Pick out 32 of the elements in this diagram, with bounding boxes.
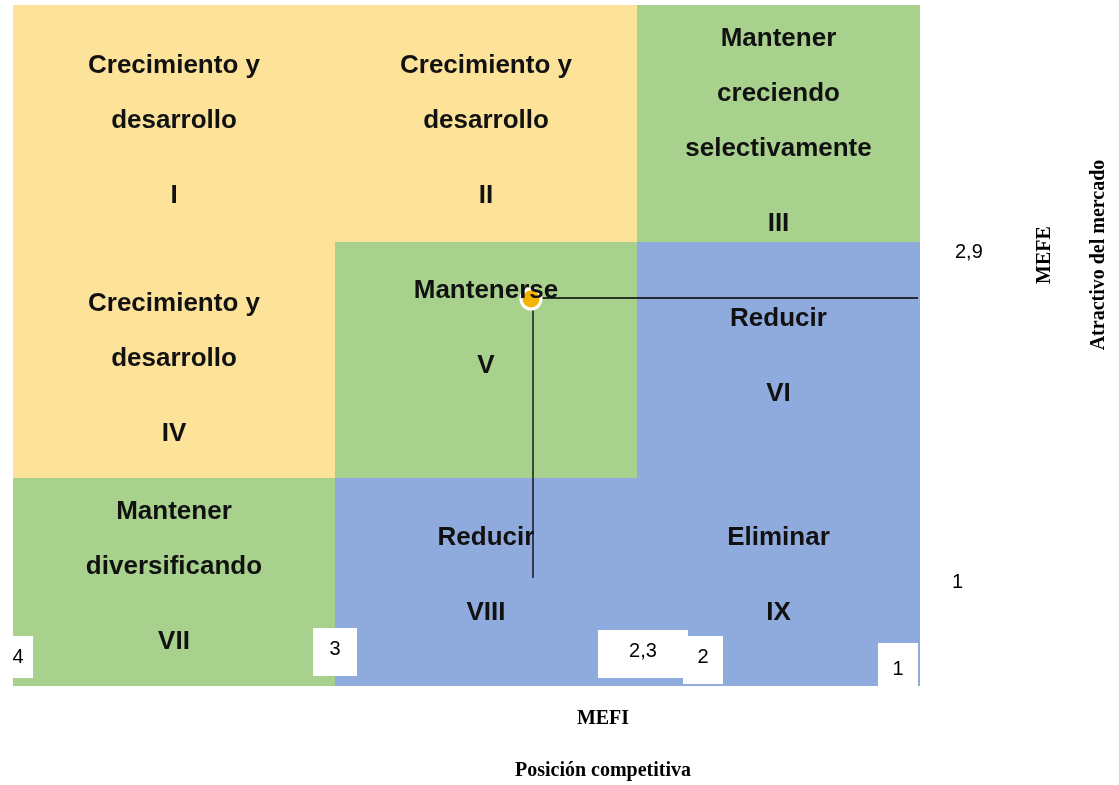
- quadrant-numeral: I: [170, 178, 178, 211]
- quadrant-numeral: V: [477, 348, 495, 381]
- quadrant-numeral: VII: [158, 624, 190, 657]
- strategy-label: Reducir: [730, 301, 827, 334]
- strategy-label: Eliminar: [727, 520, 830, 553]
- axis-title: Atractivo del mercado: [1085, 159, 1109, 351]
- axis-tick-label: 1: [878, 643, 918, 687]
- axis-title: MEFI: [576, 706, 630, 729]
- quadrant-numeral: IV: [161, 416, 187, 449]
- strategy-label: Mantener creciendo selectivamente: [684, 21, 873, 164]
- quadrant-numeral: VIII: [466, 595, 506, 628]
- axis-title: Posición competitiva: [514, 758, 692, 781]
- axis-tick-label: 2,3: [598, 630, 688, 678]
- matrix-cell: [637, 242, 920, 478]
- axis-tick-label: 3: [313, 628, 357, 676]
- matrix-cell: [637, 5, 920, 242]
- matrix-cell: [335, 5, 637, 242]
- matrix-cell: [13, 242, 335, 478]
- axis-title: MEFE: [1031, 226, 1055, 284]
- quadrant-numeral: IX: [766, 595, 791, 628]
- quadrant-numeral: VI: [766, 376, 791, 409]
- strategy-label: Mantenerse: [413, 273, 559, 306]
- strategy-label: Crecimiento y desarrollo: [87, 48, 261, 136]
- strategy-label: Crecimiento y desarrollo: [399, 48, 573, 136]
- quadrant-numeral: III: [767, 206, 790, 239]
- matrix-cell: [335, 242, 637, 478]
- strategy-label: Mantener diversificando: [84, 494, 264, 582]
- axis-tick-label: 2,9: [955, 240, 983, 263]
- quadrant-numeral: II: [478, 178, 494, 211]
- strategy-label: Crecimiento y desarrollo: [87, 286, 261, 374]
- axis-tick-label: 2: [683, 636, 723, 684]
- axis-tick-label: 1: [952, 570, 964, 593]
